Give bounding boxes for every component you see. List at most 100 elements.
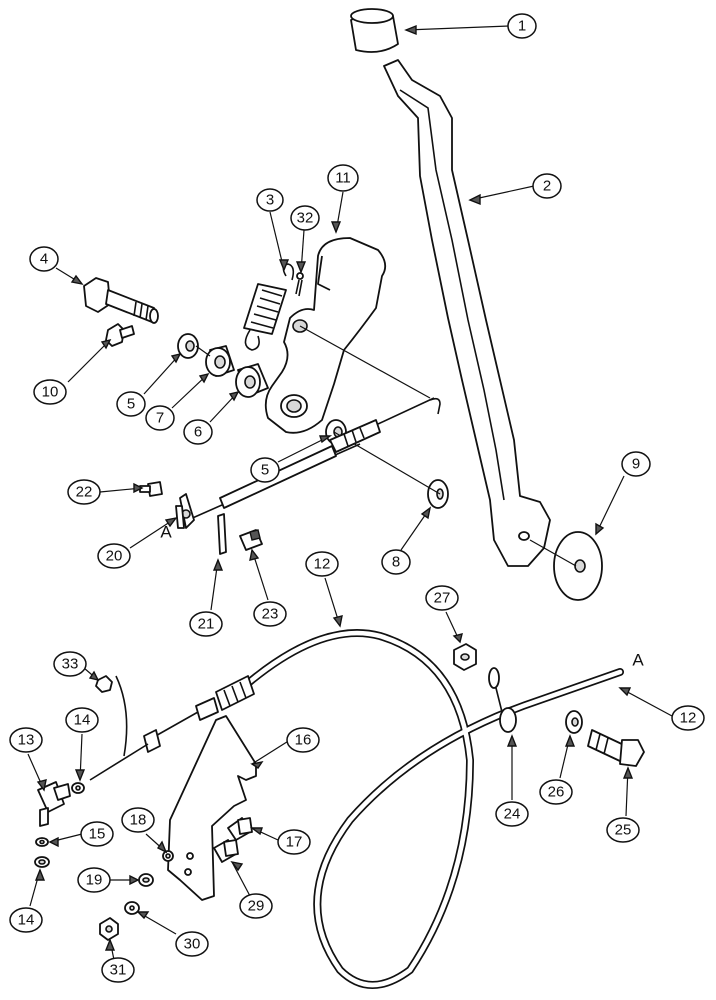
- callout-label: 2: [543, 178, 551, 195]
- flat-washer: [427, 479, 449, 509]
- callout-14-upper: 14: [65, 707, 99, 733]
- jam-nut-upper: [71, 782, 85, 794]
- callout-29: 29: [239, 893, 273, 919]
- nut-27: [453, 643, 477, 671]
- callout-label: 25: [615, 822, 632, 839]
- washer-26: [565, 710, 583, 734]
- callout-label: 14: [18, 912, 35, 929]
- knob-cap: [350, 8, 399, 53]
- small-nut: [95, 675, 128, 757]
- callout-3: 3: [256, 188, 284, 212]
- bushing-small: [205, 345, 235, 377]
- clamp-screw: [139, 481, 163, 497]
- callout-5-lower: 5: [250, 457, 280, 483]
- callout-label: 19: [86, 872, 103, 889]
- callout-label: 15: [89, 826, 106, 843]
- callout-label: 17: [286, 834, 303, 851]
- bracket-nut: [162, 850, 174, 862]
- reference-mark-upper: A: [160, 523, 172, 542]
- callout-label: 26: [548, 784, 565, 801]
- callout-9: 9: [621, 451, 651, 477]
- callout-24: 24: [495, 801, 529, 827]
- callout-21: 21: [189, 611, 223, 637]
- callout-4: 4: [29, 246, 59, 272]
- callout-label: 4: [40, 251, 48, 268]
- callout-label: 10: [42, 384, 59, 401]
- callout-label: 5: [261, 462, 269, 479]
- pivot-bolt: [83, 277, 159, 324]
- callout-label: 18: [130, 812, 147, 829]
- callout-label: 32: [297, 210, 314, 227]
- control-cable-lower: [89, 629, 624, 989]
- control-cable-upper: [187, 397, 441, 521]
- callout-1: 1: [507, 13, 537, 39]
- callout-25: 25: [606, 817, 640, 843]
- cable-clip: [175, 493, 195, 529]
- callout-label: 21: [198, 616, 215, 633]
- callout-label: 13: [18, 732, 35, 749]
- callout-7: 7: [145, 405, 175, 431]
- callout-16: 16: [286, 727, 320, 753]
- bracket-screw-upper: [227, 817, 253, 841]
- clamp-strap: [217, 513, 227, 555]
- small-screw: [105, 323, 135, 347]
- callout-label: 7: [156, 410, 164, 427]
- callout-17: 17: [277, 829, 311, 855]
- callout-label: 14: [74, 712, 91, 729]
- callout-label: 1: [518, 18, 526, 35]
- callout-label: 30: [184, 936, 201, 953]
- callout-label: 24: [504, 806, 521, 823]
- jam-nut-lower: [34, 856, 50, 868]
- hand-lever: [383, 59, 551, 567]
- mounting-bracket: [167, 715, 257, 901]
- callout-label: 6: [194, 424, 202, 441]
- callout-33: 33: [53, 651, 87, 677]
- callout-label: 29: [248, 898, 265, 915]
- callout-label: 12: [680, 710, 697, 727]
- nut-31: [99, 917, 119, 941]
- reference-mark-lower: A: [632, 651, 644, 670]
- callout-23: 23: [253, 601, 287, 627]
- callout-label: 5: [127, 396, 135, 413]
- callout-26: 26: [539, 779, 573, 805]
- cotter-pin: [295, 272, 304, 297]
- bracket-screw-lower: [213, 839, 239, 863]
- callout-11: 11: [327, 164, 359, 192]
- callout-label: 31: [110, 962, 127, 979]
- washer-30: [124, 901, 140, 915]
- callout-label: 3: [266, 192, 274, 209]
- callout-2: 2: [532, 173, 562, 199]
- callout-label: 9: [632, 456, 640, 473]
- callout-18: 18: [121, 807, 155, 833]
- callout-32: 32: [290, 205, 320, 231]
- callout-label: 8: [392, 554, 400, 571]
- callout-label: 20: [106, 548, 123, 565]
- nut-19: [138, 873, 154, 887]
- callout-label: 33: [62, 656, 79, 673]
- callout-label: 27: [434, 590, 451, 607]
- washer-upper: [177, 333, 199, 359]
- callout-13: 13: [9, 727, 43, 753]
- callout-10: 10: [33, 379, 67, 405]
- bolt-25: [587, 729, 645, 767]
- callout-15: 15: [80, 821, 114, 847]
- callout-12-lower: 12: [671, 705, 705, 731]
- callout-31: 31: [101, 957, 135, 983]
- callout-label: 11: [335, 170, 351, 187]
- lock-washer: [35, 837, 49, 847]
- leader-arrowheads: [34, 24, 634, 951]
- callout-27: 27: [425, 585, 459, 611]
- clamp-block: [239, 529, 263, 551]
- callout-8: 8: [381, 549, 411, 575]
- callout-label: 16: [295, 732, 312, 749]
- bushing-large: [235, 363, 269, 398]
- pedal-bracket: [264, 237, 387, 434]
- cable-tie: [488, 667, 517, 733]
- callout-5-upper: 5: [116, 391, 146, 417]
- callout-30: 30: [175, 931, 209, 957]
- callout-label: 23: [262, 606, 279, 623]
- callout-label: 12: [314, 556, 331, 573]
- callout-20: 20: [97, 543, 131, 569]
- callout-22: 22: [67, 479, 101, 505]
